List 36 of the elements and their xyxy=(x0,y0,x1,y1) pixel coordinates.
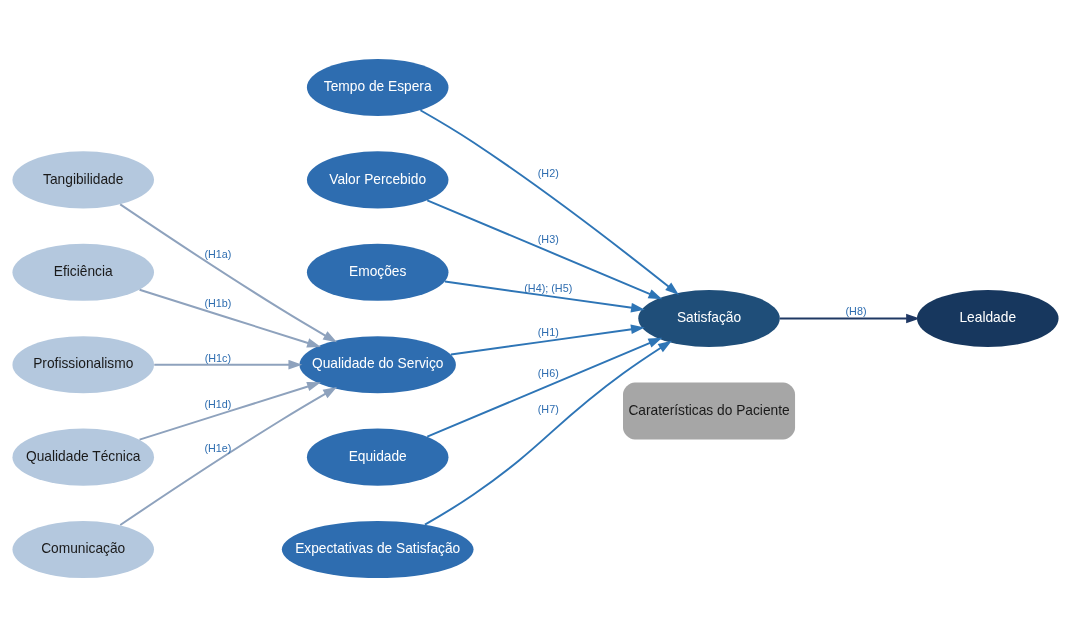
arrow xyxy=(419,109,679,295)
node-box: Caraterísticas do Paciente xyxy=(623,382,796,440)
node-ellipse: Valor Percebido xyxy=(306,151,449,209)
edge-label: (H1d) xyxy=(204,397,232,410)
arrow xyxy=(449,324,645,356)
arrow xyxy=(119,203,337,343)
edge-label: (H6) xyxy=(537,367,559,380)
node-ellipse: Tangibilidade xyxy=(12,151,154,209)
edge-label: (H1) xyxy=(537,326,559,338)
node-ellipse: Emoções xyxy=(306,243,449,301)
edge-label: (H4); (H5) xyxy=(524,281,573,294)
node-ellipse: Profissionalismo xyxy=(12,336,154,394)
edge-label: (H1b) xyxy=(204,297,232,310)
node-ellipse: Comunicação xyxy=(12,521,154,579)
node-ellipse: Equidade xyxy=(306,428,449,486)
arrow xyxy=(423,340,672,526)
edge-label: (H7) xyxy=(537,402,559,415)
node-ellipse: Tempo de Espera xyxy=(306,58,449,116)
arrow xyxy=(426,199,663,300)
edge-label: (H1e) xyxy=(204,442,232,455)
edge-label: (H2) xyxy=(537,166,559,179)
arrow xyxy=(778,313,920,324)
node-ellipse: Expectativas de Satisfação xyxy=(281,521,474,579)
edge-label: (H3) xyxy=(537,232,559,245)
edge-label: (H1a) xyxy=(204,248,232,261)
arrow xyxy=(153,359,303,370)
node-ellipse: Qualidade Técnica xyxy=(12,428,154,486)
node-ellipse: Lealdade xyxy=(917,290,1059,347)
arrow xyxy=(138,288,321,348)
arrow xyxy=(119,387,337,526)
arrow xyxy=(443,280,645,313)
node-ellipse: Eficiência xyxy=(12,243,154,301)
arrow xyxy=(138,381,321,441)
edge-label: (H8) xyxy=(845,305,867,318)
arrow xyxy=(426,337,663,438)
edge-label: (H1c) xyxy=(204,351,232,364)
